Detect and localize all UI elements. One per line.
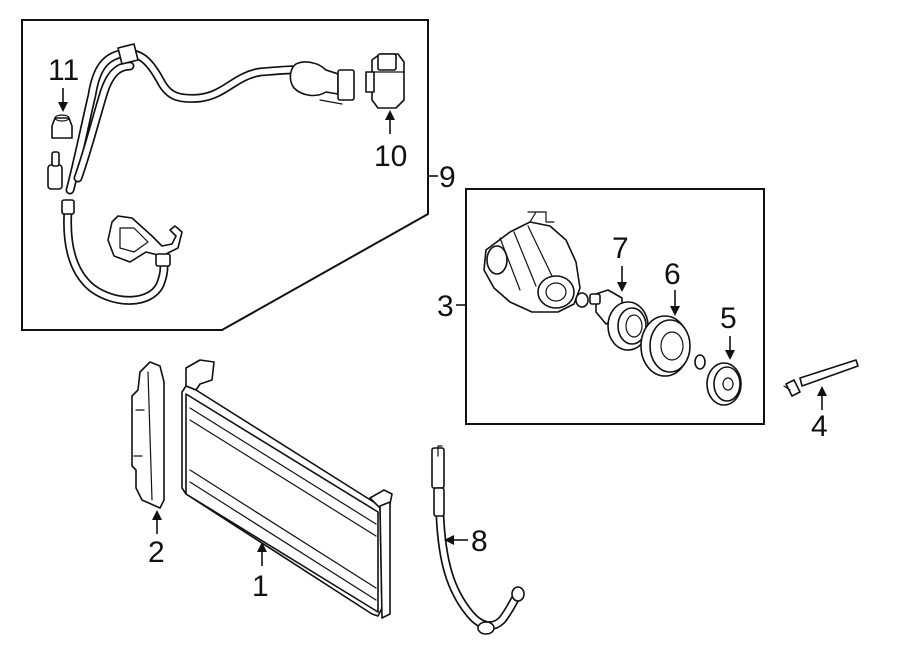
svg-text:4: 4 [811, 410, 828, 443]
mounting-bolt-part [783, 359, 859, 397]
refrigerant-line-assembly [47, 43, 355, 305]
callout-9: 9 [428, 161, 456, 194]
callout-7: 7 [612, 232, 629, 292]
svg-text:2: 2 [148, 536, 165, 569]
pulley-part [640, 315, 691, 377]
svg-text:5: 5 [720, 302, 737, 335]
field-coil-part [607, 301, 649, 351]
clutch-plate-part [706, 362, 742, 406]
callout-2: 2 [148, 510, 165, 569]
svg-text:10: 10 [374, 140, 407, 173]
condenser-part [181, 359, 393, 619]
service-cap-part [51, 114, 73, 139]
callout-3: 3 [437, 290, 466, 323]
svg-text:7: 7 [612, 232, 629, 265]
callout-10: 10 [374, 110, 407, 173]
svg-text:9: 9 [439, 161, 456, 194]
receiver-drier-part [365, 53, 405, 109]
svg-text:3: 3 [437, 290, 454, 323]
compressor-part [483, 211, 589, 313]
line-assembly-group-box [21, 19, 429, 331]
callout-6: 6 [664, 258, 681, 316]
discharge-hose-part [431, 445, 525, 635]
callout-1: 1 [252, 542, 269, 603]
callout-5: 5 [720, 302, 737, 360]
callout-8: 8 [444, 525, 488, 558]
snap-ring-part [694, 354, 706, 370]
callout-4: 4 [811, 386, 828, 443]
svg-text:1: 1 [252, 570, 269, 603]
callout-11: 11 [48, 54, 79, 112]
compressor-group-box [465, 188, 765, 425]
side-seal-part [131, 361, 165, 509]
svg-text:6: 6 [664, 258, 681, 291]
svg-text:11: 11 [48, 54, 79, 87]
svg-text:8: 8 [471, 525, 488, 558]
